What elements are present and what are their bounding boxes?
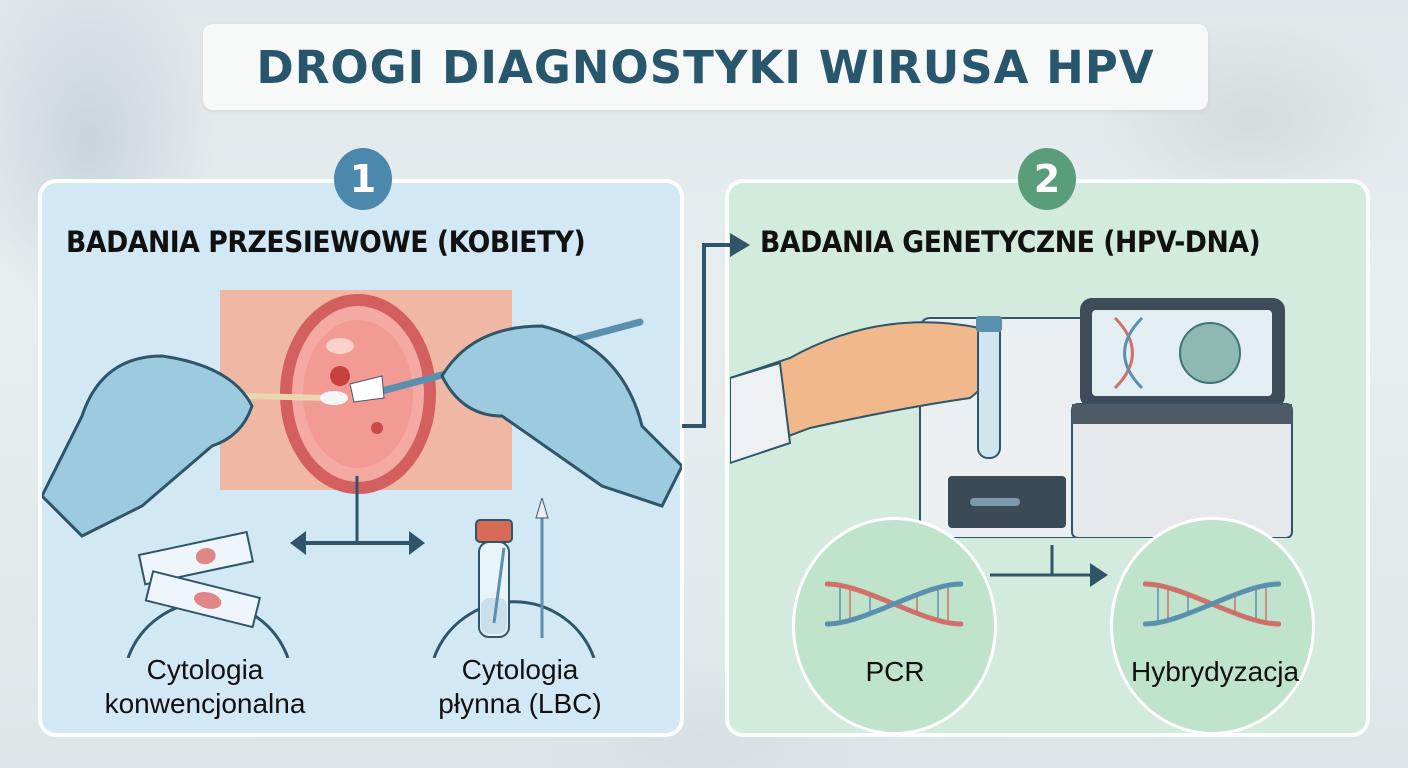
label-line: konwencjonalna — [104, 688, 306, 719]
panel-genetic-heading: BADANIA GENETYCZNE (HPV-DNA) — [760, 225, 1261, 259]
sample-collection-illustration — [42, 290, 682, 544]
label-line: Cytologia — [461, 654, 579, 685]
lab-analyzer-illustration — [730, 298, 1293, 538]
method-label-hybridization: Hybrydyzacja — [1130, 656, 1300, 687]
dna-helix-icon — [825, 581, 963, 627]
label-line: Cytologia — [146, 654, 264, 685]
step-badge-2: 2 — [1018, 148, 1076, 210]
glass-slides-icon — [126, 530, 290, 658]
method-label-lbc-cytology: Cytologia płynna (LBC) — [420, 653, 620, 721]
connector-arrow-icon — [682, 233, 750, 428]
method-label-conventional-cytology: Cytologia konwencjonalna — [80, 653, 330, 721]
step-badge-1: 1 — [334, 148, 392, 210]
label-line: płynna (LBC) — [438, 688, 602, 719]
flow-arrow-icon — [990, 545, 1108, 587]
page-title: DROGI DIAGNOSTYKI WIRUSA HPV — [256, 40, 1155, 94]
sample-vial-brush-icon — [432, 498, 596, 658]
split-arrow-icon — [290, 531, 425, 555]
dna-helix-icon — [1143, 581, 1281, 627]
method-label-pcr: PCR — [865, 656, 925, 687]
panel-screening-heading: BADANIA PRZESIEWOWE (KOBIETY) — [66, 225, 586, 259]
title-banner: DROGI DIAGNOSTYKI WIRUSA HPV — [203, 24, 1208, 110]
